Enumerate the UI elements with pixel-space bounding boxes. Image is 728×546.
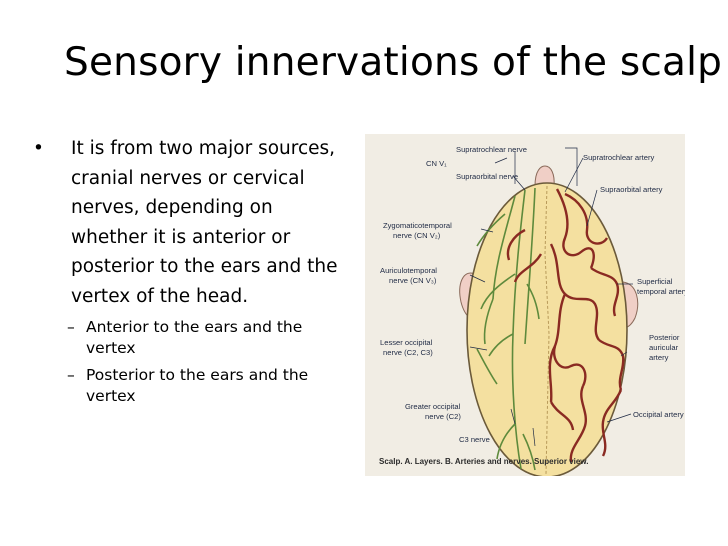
label-occipital-artery: Occipital artery	[633, 410, 684, 419]
label-auriculotemporal-2: nerve (CN V₃)	[389, 276, 437, 285]
label-lesser-occipital: Lesser occipital	[380, 338, 433, 347]
label-posterior-auricular-3: artery	[649, 353, 669, 362]
label-superficial-temporal-2: temporal artery	[637, 287, 685, 296]
label-supratrochlear-artery: Supratrochlear artery	[583, 153, 655, 162]
sub-bullet-text: Anterior to the ears and the vertex	[86, 318, 303, 357]
label-posterior-auricular: Posterior	[649, 333, 680, 342]
sub-bullet-dash: –	[67, 318, 75, 336]
sub-bullet-text: Posterior to the ears and the vertex	[86, 366, 309, 405]
nose	[534, 165, 555, 187]
bullet-list: • It is from two major sources, cranial …	[33, 134, 351, 407]
bullet-text: It is from two major sources, cranial ne…	[71, 138, 338, 307]
scalp-figure: CN V₁ Supratrochlear nerve Supraorbital …	[365, 134, 685, 476]
label-posterior-auricular-2: auricular	[649, 343, 679, 352]
figure-caption: Scalp. A. Layers. B. Arteries and nerves…	[379, 457, 588, 466]
sub-bullet-item: – Posterior to the ears and the vertex	[33, 365, 351, 407]
label-auriculotemporal: Auriculotemporal	[380, 266, 437, 275]
slide-title: Sensory innervations of the scalp	[64, 40, 723, 85]
leader-lines	[469, 147, 633, 447]
label-supraorbital-artery: Supraorbital artery	[600, 185, 663, 194]
nerves	[476, 187, 540, 471]
label-supraorbital-nerve: Supraorbital nerve	[456, 172, 518, 181]
sub-bullet-item: – Anterior to the ears and the vertex	[33, 317, 351, 359]
scalp-diagram: CN V₁ Supratrochlear nerve Supraorbital …	[379, 145, 685, 476]
label-zygomaticotemporal-2: nerve (CN V₂)	[393, 231, 441, 240]
bullet-item: • It is from two major sources, cranial …	[33, 134, 351, 311]
label-superficial-temporal: Superficial	[637, 277, 673, 286]
label-cn-v1: CN V₁	[426, 159, 447, 168]
label-c3-nerve: C3 nerve	[459, 435, 490, 444]
label-supratrochlear-nerve: Supratrochlear nerve	[456, 145, 527, 154]
arteries	[506, 188, 625, 463]
label-greater-occipital-2: nerve (C2)	[425, 412, 461, 421]
sub-bullet-dash: –	[67, 366, 75, 384]
bullet-dot: •	[33, 138, 44, 159]
label-greater-occipital: Greater occipital	[405, 402, 461, 411]
label-zygomaticotemporal: Zygomaticotemporal	[383, 221, 452, 230]
label-lesser-occipital-2: nerve (C2, C3)	[383, 348, 433, 357]
